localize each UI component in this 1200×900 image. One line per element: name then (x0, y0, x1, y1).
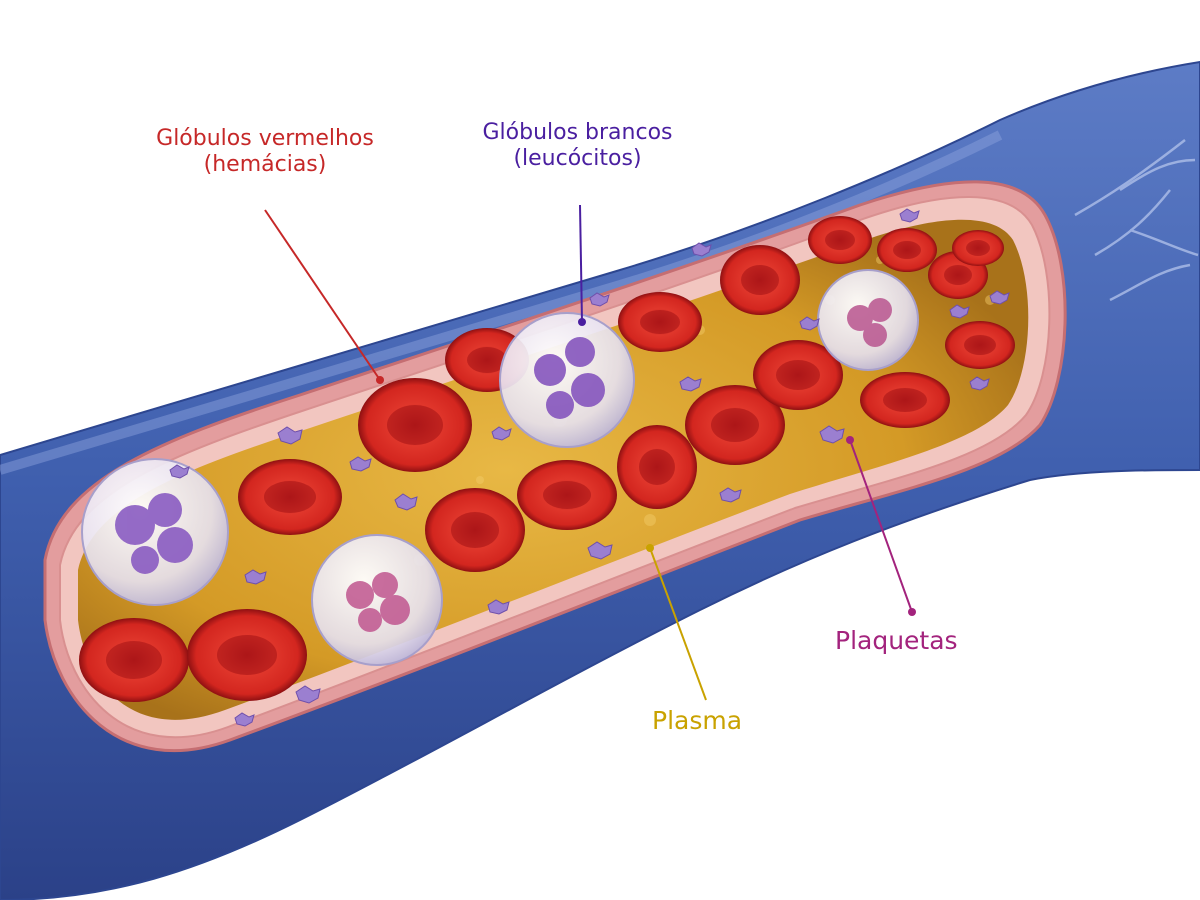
platelet (277, 426, 303, 445)
platelet (244, 569, 267, 585)
red-blood-cell (860, 372, 950, 428)
wbc-label-line1: Glóbulos brancos (482, 120, 673, 145)
platelet (819, 425, 845, 444)
white-blood-cell (311, 534, 443, 666)
white-blood-cells (81, 269, 919, 666)
platelets (169, 208, 1010, 727)
red-blood-cell (425, 488, 525, 572)
plasma-label: Plasma (652, 706, 782, 736)
red-blood-cell (808, 216, 872, 264)
red-blood-cell (187, 609, 307, 701)
white-blood-cell (817, 269, 919, 371)
plasma-label-text: Plasma (652, 706, 743, 735)
rbc-label-line2: (hemácias) (203, 152, 327, 178)
wbc-leader-line (579, 204, 583, 323)
rbc-leader-line (264, 209, 381, 381)
platelet (234, 712, 255, 727)
leader-lines (264, 204, 916, 701)
platelet (899, 208, 920, 223)
platelet (349, 456, 372, 472)
platelets-leader-line (849, 439, 913, 613)
red-blood-cell (358, 378, 472, 472)
platelet (679, 376, 702, 392)
platelet (169, 464, 190, 479)
platelets-label-text: Plaquetas (835, 626, 958, 655)
platelet (295, 685, 321, 704)
white-blood-cell (499, 312, 635, 448)
wbc-label-line2: (leucócitos) (513, 146, 642, 172)
platelet (719, 487, 742, 503)
platelet (691, 242, 712, 257)
red-blood-cell (945, 321, 1015, 369)
white-blood-cell (81, 458, 229, 606)
red-blood-cell (238, 459, 342, 535)
platelet (949, 304, 970, 319)
red-blood-cell (617, 425, 697, 509)
rbc-label-line1: Glóbulos vermelhos (156, 126, 374, 151)
red-blood-cell (79, 618, 189, 702)
red-blood-cell (685, 385, 785, 465)
platelet (491, 426, 512, 441)
red-blood-cell (753, 340, 843, 410)
rbc-label: Glóbulos vermelhos (hemácias) (120, 126, 410, 179)
red-blood-cell (720, 245, 800, 315)
platelet (989, 290, 1010, 305)
platelet (487, 599, 510, 615)
red-blood-cell (618, 292, 702, 352)
platelet (799, 316, 820, 331)
platelets-label: Plaquetas (835, 626, 1025, 656)
platelet (969, 376, 990, 391)
platelet (587, 541, 613, 560)
platelet (589, 292, 610, 307)
red-blood-cell (877, 228, 937, 272)
vein-branches (1074, 139, 1199, 302)
red-blood-cell (517, 460, 617, 530)
platelet (394, 493, 418, 511)
red-blood-cell (952, 230, 1004, 266)
plasma-leader-line (649, 547, 707, 701)
wbc-label: Glóbulos brancos (leucócitos) (450, 120, 705, 173)
red-blood-cells (79, 216, 1015, 702)
